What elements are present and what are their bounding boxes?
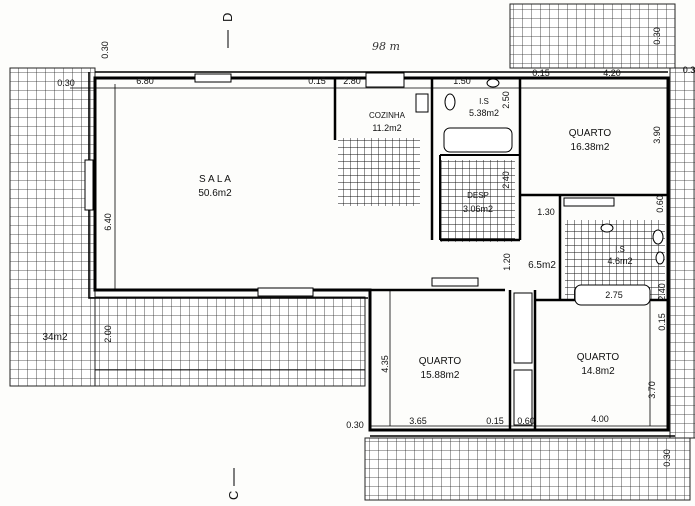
fixtures [365, 72, 665, 306]
dim-right-030-top: 0.30 [652, 27, 662, 45]
dim-hall-120: 1.20 [502, 253, 512, 271]
room-wc2-name: I.S [615, 245, 625, 254]
terrace-paving [9, 3, 695, 501]
dim-quarto1-390: 3.90 [652, 126, 662, 144]
dim-bottom-015: 0.15 [486, 416, 504, 426]
bidet-icon [655, 251, 665, 265]
dim-top-015: 0.15 [308, 76, 326, 86]
dim-bath-275: 2.75 [605, 290, 623, 300]
room-terrace-area: 34m2 [42, 332, 67, 343]
dim-wc-150: 1.50 [453, 76, 471, 86]
dim-sala-width: 6.80 [136, 76, 154, 86]
room-quarto1-name: QUARTO [569, 128, 612, 139]
dim-quarto3-width: 4.00 [591, 414, 609, 424]
dim-quarto1-width: 4.20 [603, 68, 621, 78]
room-hall-area: 6.5m2 [528, 260, 556, 271]
room-cozinha-name: COZINHA [369, 111, 406, 120]
dim-quarto2-435: 4.35 [380, 355, 390, 373]
dim-hall-130: 1.30 [537, 207, 555, 217]
dim-left-030: 0.30 [57, 78, 75, 88]
basin-icon-2 [600, 223, 614, 233]
openings [84, 73, 615, 426]
room-sala-area: 50.6m2 [198, 188, 232, 199]
dim-wc-v-250: 2.50 [501, 91, 511, 109]
room-wc2-area: 4.6m2 [607, 256, 632, 266]
room-quarto2-name: QUARTO [419, 356, 462, 367]
dim-quarto2-width: 3.65 [409, 416, 427, 426]
room-sala-name: S A L A [199, 174, 231, 185]
room-desp-area: 3.06m2 [463, 204, 493, 214]
room-desp-name: DESP [467, 191, 489, 200]
bathtub-icon [443, 127, 513, 153]
dim-right-015: 0.15 [657, 313, 667, 331]
handwritten-note: 98 m [372, 40, 400, 53]
dim-right-030-edge: 0.3 [683, 65, 695, 75]
dim-sala-640: 6.40 [103, 213, 113, 231]
dim-wc2-240: 2.40 [657, 283, 667, 301]
room-wc1-area: 5.38m2 [469, 108, 499, 118]
room-wc1-name: I.S [479, 97, 489, 106]
room-quarto1-area: 16.38m2 [571, 142, 610, 153]
room-quarto3-area: 14.8m2 [581, 366, 615, 377]
section-d-marker: D [220, 13, 235, 22]
wet-area-tiles [338, 138, 665, 300]
dim-bottom-060: 0.60 [517, 416, 535, 426]
dim-cozinha-width: 2.80 [343, 76, 361, 86]
dimension-lines [70, 84, 668, 427]
dim-top-left-030-v: 0.30 [100, 41, 110, 59]
dim-bottom-right-030: 0.30 [662, 449, 672, 467]
dim-terrace-200: 2.00 [103, 325, 113, 343]
dim-top-015-b: 0.15 [532, 68, 550, 78]
sink-icon [415, 93, 429, 113]
dim-quarto3-370: 3.70 [647, 381, 657, 399]
room-quarto2-area: 15.88m2 [421, 370, 460, 381]
dim-hall-060: 0.60 [655, 195, 665, 213]
basin-icon [486, 78, 500, 88]
toilet-icon-2 [652, 229, 664, 245]
section-c-marker: C [226, 491, 241, 500]
room-quarto3-name: QUARTO [577, 352, 620, 363]
dim-bottom-030: 0.30 [346, 420, 364, 430]
room-cozinha-area: 11.2m2 [372, 123, 401, 133]
dim-desp-240: 2.40 [501, 171, 511, 189]
bathtub-icon-2 [574, 284, 651, 306]
toilet-icon [444, 93, 456, 111]
stove-icon [365, 72, 405, 88]
